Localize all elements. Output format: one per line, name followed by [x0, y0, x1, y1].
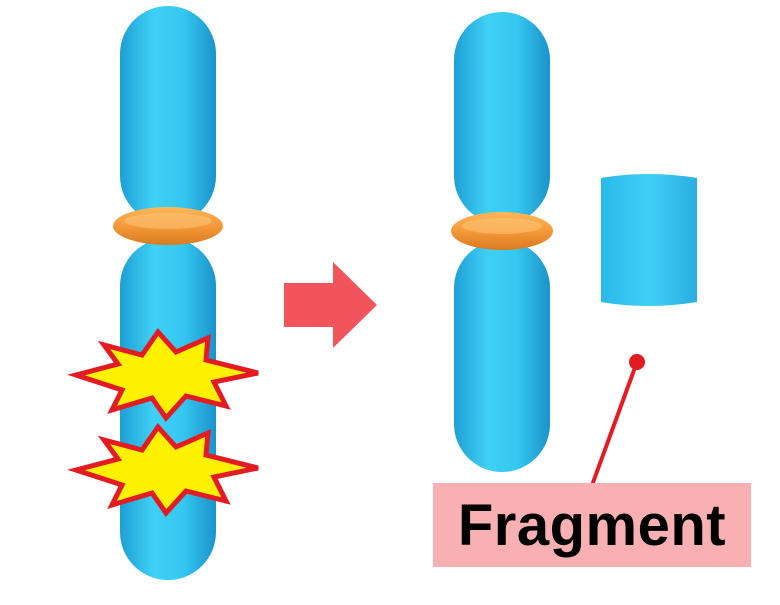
- left-chromosome-upper-arm: [120, 6, 216, 224]
- explosion-icon: [67, 327, 259, 422]
- fragment-label-box: Fragment: [433, 483, 751, 567]
- right-chromosome-upper-arm: [454, 12, 550, 224]
- right-chromosome: [451, 12, 553, 472]
- right-arrow-icon: [284, 262, 377, 348]
- fragment-pointer-line: [589, 361, 639, 489]
- right-chromosome-lower-arm: [454, 240, 550, 472]
- fragment-label: Fragment: [457, 492, 727, 558]
- chromosome-fragment: [601, 174, 697, 306]
- fragment-pointer-dot: [629, 354, 645, 370]
- explosion-icon: [67, 422, 259, 517]
